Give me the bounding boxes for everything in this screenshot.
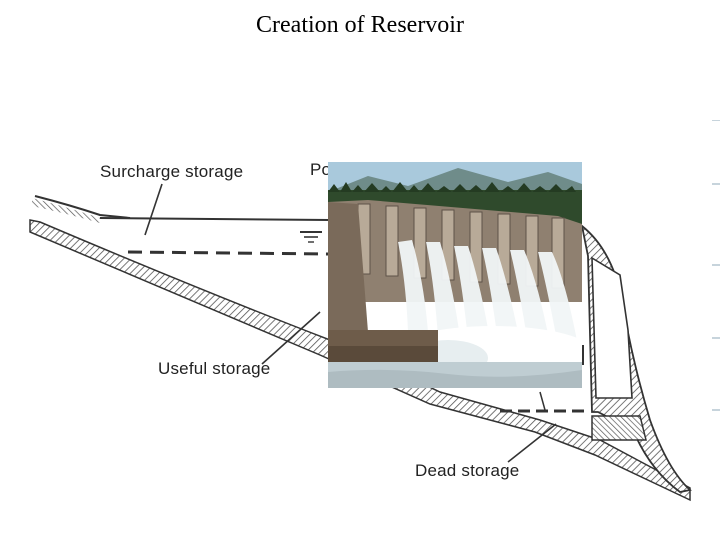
edge-marks <box>712 120 720 411</box>
dam-core <box>591 256 633 399</box>
dam-outlet <box>591 415 647 441</box>
dead-leader <box>507 423 557 463</box>
surcharge-storage-label: Surcharge storage <box>100 162 243 181</box>
normal-pool-label-partial: Po <box>310 160 331 179</box>
upper-bank-line <box>34 195 131 219</box>
upper-bank-hatch <box>32 198 100 223</box>
useful-leader <box>261 311 321 365</box>
surcharge-water-line <box>99 217 331 221</box>
useful-storage-label: Useful storage <box>158 359 270 378</box>
dam-spillway-photo <box>328 162 582 388</box>
dead-storage-label: Dead storage <box>415 461 519 480</box>
water-surface-symbol <box>300 231 322 243</box>
normal-pool-line <box>127 250 331 256</box>
slide-title: Creation of Reservoir <box>256 12 464 38</box>
surcharge-leader <box>144 183 163 236</box>
